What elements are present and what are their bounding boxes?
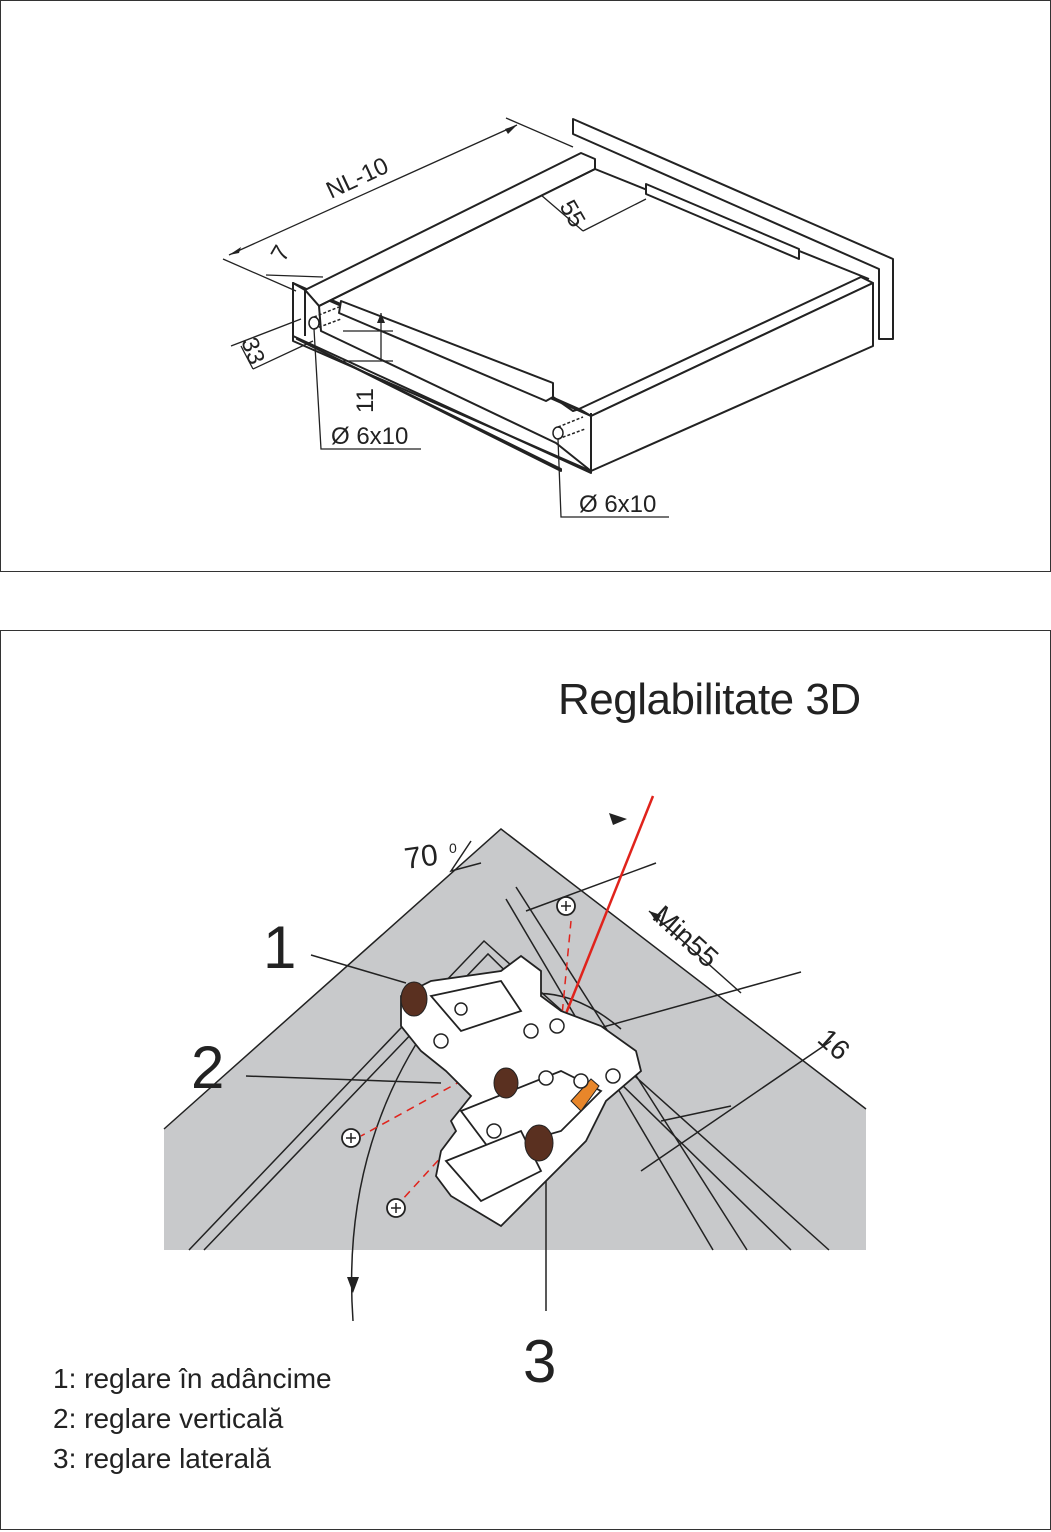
hole-right <box>552 426 564 440</box>
right-rail-face <box>590 282 874 472</box>
door-opening-line <box>559 795 655 1027</box>
angle-label: 70 <box>402 839 440 876</box>
offset-label: 7 <box>266 241 296 266</box>
legend-item-3: 3: reglare laterală <box>53 1443 271 1474</box>
callout-3: 3 <box>523 1328 557 1395</box>
angle-unit: 0 <box>449 840 457 856</box>
knob-1 <box>400 981 428 1017</box>
callout-1: 1 <box>263 914 297 981</box>
drawer-diagram: NL-10 7 55 33 11 Ø 6x10 Ø 6x10 <box>222 117 894 518</box>
spacing-label: 55 <box>554 196 591 233</box>
hole-left <box>308 316 320 330</box>
depth-label: 11 <box>352 388 379 413</box>
thickness-label: 16 <box>812 1022 856 1066</box>
hinge-diagram: 70 0 Min55 16 <box>163 795 867 1322</box>
hole-left-label: Ø 6x10 <box>331 423 408 450</box>
panel-title: Reglabilitate 3D <box>558 675 861 724</box>
callout-2: 2 <box>191 1034 225 1101</box>
inner-rail <box>645 183 800 260</box>
knob-3 <box>524 1124 554 1162</box>
legend-item-2: 2: reglare verticală <box>53 1403 284 1434</box>
legend-item-1: 1: reglare în adâncime <box>53 1363 332 1394</box>
hole-right-label: Ø 6x10 <box>579 491 656 518</box>
back-panel <box>572 118 894 340</box>
knob-2 <box>493 1067 519 1099</box>
front-inner-rail <box>338 300 554 402</box>
legend: 1: reglare în adâncime 2: reglare vertic… <box>53 1359 332 1479</box>
drawer-drawing-panel: NL-10 7 55 33 11 Ø 6x10 Ø 6x10 <box>0 0 1051 572</box>
adjustment-panel: 70 0 Min55 16 Reglabilitate 3D 1 2 3 1: … <box>0 630 1051 1530</box>
